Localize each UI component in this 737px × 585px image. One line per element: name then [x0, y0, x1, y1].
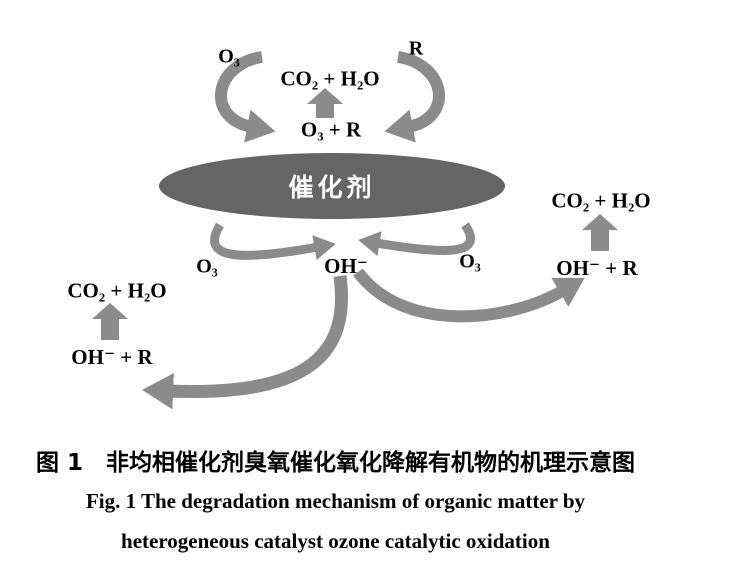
- arrow-mid-right-curve-icon: [358, 222, 475, 257]
- label-o3-left: O₃: [196, 255, 218, 278]
- arrow-swoosh-left-icon: [142, 275, 348, 410]
- label-oh-center: OH⁻: [324, 254, 368, 278]
- label-catalyst: 催化剂: [288, 173, 376, 202]
- label-oh-r-left: OH⁻ + R: [71, 345, 153, 369]
- up-arrow-left-icon: [92, 303, 128, 340]
- arrow-mid-left-curve-icon: [210, 222, 336, 261]
- figure-caption-zh: 图 1 非均相催化剂臭氧催化氧化降解有机物的机理示意图: [35, 450, 635, 476]
- label-o3-right: O₃: [459, 250, 481, 273]
- catalyst-ellipse: [159, 153, 505, 219]
- label-o3-top: O₃: [218, 45, 240, 68]
- label-r-top: R: [408, 37, 424, 60]
- label-oh-r-right: OH⁻ + R: [556, 256, 638, 280]
- arrow-swoosh-right-icon: [353, 268, 585, 323]
- label-co2-h2o-right: CO₂ + H₂O: [551, 188, 651, 213]
- up-arrow-right-icon: [582, 214, 618, 251]
- arrow-o3-top-curve-icon: [215, 51, 276, 143]
- arrow-r-top-curve-icon: [384, 51, 445, 143]
- label-co2-h2o-left: CO₂ + H₂O: [67, 278, 167, 303]
- up-arrow-top-icon: [307, 88, 343, 118]
- figure-caption-en-line1: Fig. 1 The degradation mechanism of orga…: [85, 489, 586, 513]
- figure-caption-en-line2: heterogeneous catalyst ozone catalytic o…: [121, 529, 550, 553]
- label-co2-h2o-top: CO₂ + H₂O: [280, 66, 380, 91]
- label-o3-r-top: O₃ + R: [300, 117, 362, 142]
